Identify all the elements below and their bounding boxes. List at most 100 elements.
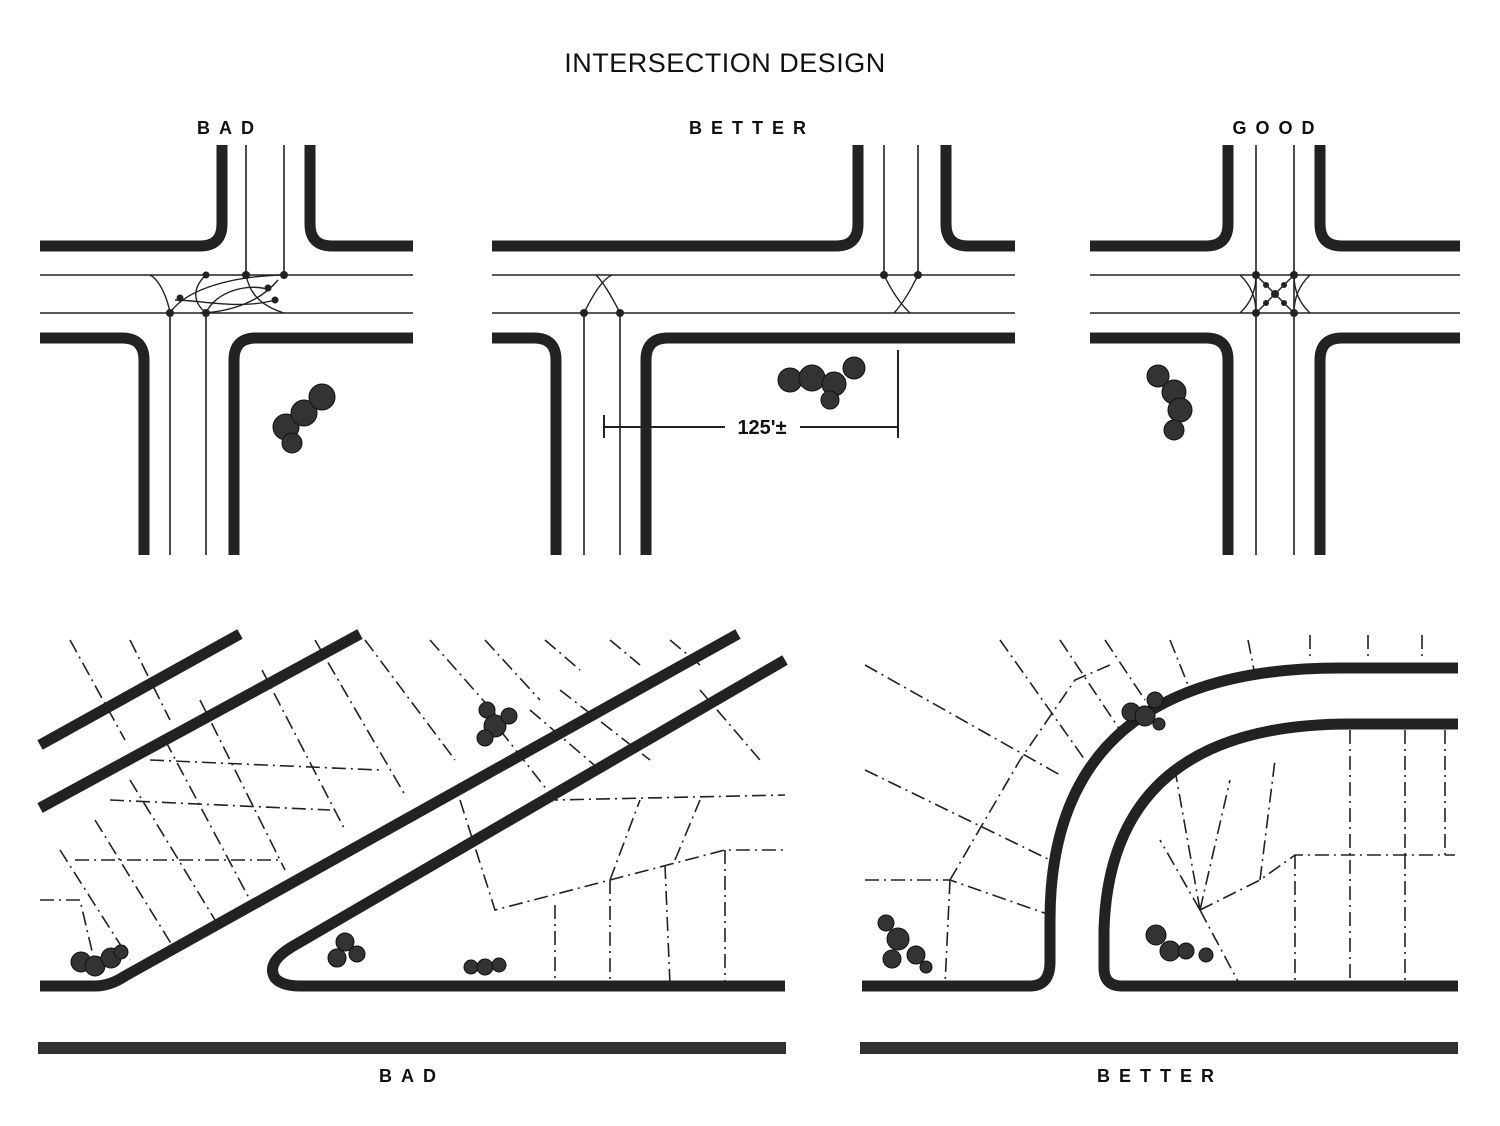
curb-se	[1314, 332, 1460, 555]
curb-curve-outer	[862, 662, 1458, 992]
lot-line	[865, 879, 1051, 916]
lot-line	[609, 799, 701, 881]
conflict-point	[271, 296, 279, 304]
lot-line	[554, 850, 726, 986]
turn-path	[595, 274, 621, 314]
conflict-point	[166, 309, 174, 317]
lot-line	[59, 849, 131, 961]
lot-line	[1159, 759, 1276, 911]
turn-path	[174, 299, 276, 306]
conflict-point	[580, 309, 588, 317]
offset-dimension-label: 125'±	[737, 417, 786, 439]
tree-icon	[463, 957, 507, 976]
turn-path	[149, 274, 171, 314]
lot-line	[1199, 854, 1455, 911]
tree-icon	[1146, 364, 1193, 441]
lot-line	[129, 779, 216, 921]
tree-icon	[777, 356, 866, 410]
main-road-curb	[860, 1042, 1458, 1054]
panel-label-bad: BAD	[197, 118, 263, 138]
panel-label-bottom-better: BETTER	[1097, 1066, 1223, 1086]
lot-line	[69, 639, 126, 741]
lot-lines	[864, 635, 1455, 986]
lot-line	[1059, 639, 1121, 731]
panel-better-curved-intersection: BETTER	[860, 635, 1458, 1086]
conflict-point	[1271, 290, 1279, 298]
curb-diagonal-main	[40, 629, 741, 992]
curb-ne	[304, 145, 413, 252]
lot-line	[559, 689, 651, 761]
conflict-point	[1252, 271, 1260, 279]
panel-good-intersection: GOOD	[1090, 118, 1460, 555]
panel-label-better: BETTER	[689, 118, 815, 138]
tree-icon	[476, 701, 518, 747]
panel-better-offset: BETTER 125'±	[492, 118, 1015, 555]
turn-path	[1293, 274, 1311, 314]
conflict-point	[1263, 282, 1269, 288]
panel-bad-four-way: BAD	[40, 118, 413, 555]
curb-north-left	[492, 145, 864, 252]
turn-path	[893, 274, 919, 314]
curb-sw	[40, 332, 150, 555]
lot-line	[261, 669, 346, 831]
lot-line	[94, 819, 176, 951]
conflict-point	[1263, 300, 1269, 306]
conflict-point	[202, 309, 210, 317]
lot-line	[864, 769, 1051, 861]
turn-path	[1239, 274, 1257, 314]
lot-line	[314, 639, 406, 796]
conflict-point	[1252, 309, 1260, 317]
lot-line	[864, 664, 1061, 776]
lot-line	[529, 709, 601, 771]
curb-se	[228, 332, 413, 555]
curb-north-right	[940, 145, 1015, 252]
curb-south-left	[492, 332, 562, 555]
lot-lines	[40, 639, 786, 986]
conflict-point	[914, 271, 922, 279]
tree-icon	[272, 383, 336, 454]
lot-line	[544, 639, 581, 671]
conflict-point	[1290, 309, 1298, 317]
tree-icon	[1145, 924, 1214, 963]
curb-diagonal-upper	[37, 629, 363, 813]
turn-path	[169, 274, 285, 314]
lot-line	[364, 639, 456, 761]
curb-curve-inner	[1098, 718, 1458, 992]
curb-diagonal-far	[37, 629, 243, 750]
lot-line	[1104, 639, 1146, 701]
turn-path	[1239, 274, 1257, 314]
turn-path	[245, 274, 285, 314]
conflict-point	[264, 284, 272, 292]
figure-title: INTERSECTION DESIGN	[564, 48, 886, 78]
conflict-point	[1281, 282, 1287, 288]
turn-path	[195, 274, 207, 314]
lot-line	[944, 879, 951, 986]
curb-triangle-island	[267, 655, 788, 992]
curb-sw	[1090, 332, 1234, 555]
lot-line	[75, 759, 381, 861]
offset-dimension: 125'±	[603, 350, 899, 439]
curb-nw	[40, 145, 228, 252]
tree-icon	[877, 914, 933, 974]
conflict-point	[616, 309, 624, 317]
lot-line	[949, 664, 1111, 881]
curb-south-right	[640, 332, 1015, 555]
panel-bad-acute-intersection: BAD	[37, 629, 788, 1086]
turn-path	[205, 286, 271, 314]
lot-line	[164, 739, 251, 901]
turn-path	[883, 274, 911, 314]
turn-path	[583, 274, 613, 314]
conflict-point	[880, 271, 888, 279]
lot-line	[429, 639, 506, 726]
lot-line	[609, 639, 641, 666]
curb-nw	[1090, 145, 1234, 252]
tree-icon	[1121, 691, 1166, 731]
main-road-curb	[38, 1042, 786, 1054]
lot-line	[199, 699, 286, 871]
tree-icon	[327, 932, 366, 968]
conflict-point	[202, 271, 210, 279]
lot-line	[1169, 639, 1191, 691]
conflict-point	[280, 271, 288, 279]
turn-path	[1293, 274, 1311, 314]
